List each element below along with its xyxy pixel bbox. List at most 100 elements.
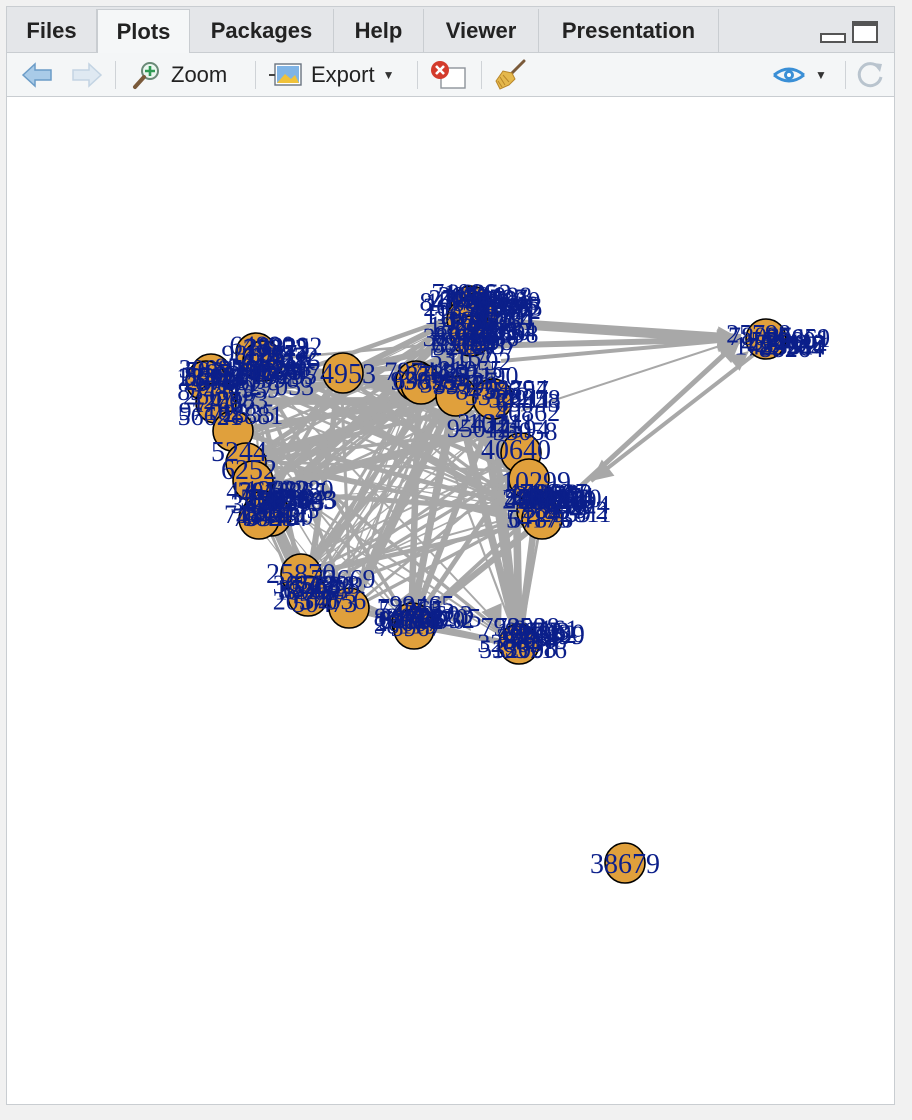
overlapping-node-label: 33579 (259, 488, 324, 517)
overlapping-node-label: 11762 (470, 293, 534, 322)
overlapping-node-label: 14130 (520, 619, 585, 648)
overlapping-node-label: 86952 (447, 279, 512, 308)
overlapping-node-label: 42801 (472, 304, 537, 333)
refresh-button[interactable] (855, 57, 885, 93)
overlapping-node-label: 33352 (243, 334, 308, 363)
overlapping-node-label: 15668 (492, 634, 557, 663)
overlapping-node-label: 21891 (416, 358, 481, 387)
overlapping-node-label: 53979 (240, 484, 305, 513)
overlapping-node-label: 19500 (428, 311, 493, 340)
graph-edge (520, 338, 742, 412)
overlapping-node-label: 50473 (292, 589, 357, 618)
minimize-pane-button[interactable] (820, 33, 846, 43)
graph-edge (250, 339, 472, 363)
remove-plot-icon (431, 61, 466, 89)
chevron-down-icon: ▼ (815, 68, 827, 82)
overlapping-node-label: 63060 (431, 330, 496, 359)
tab-plots[interactable]: Plots (97, 9, 190, 54)
overlapping-node-label: 17487 (192, 389, 257, 418)
overlapping-node-label: 20958 (496, 384, 561, 413)
overlapping-node-label: 54032 (410, 605, 475, 634)
overlapping-node-label: 11427 (433, 367, 497, 396)
tab-viewer[interactable]: Viewer (424, 9, 539, 53)
overlapping-node-label: 12086 (255, 347, 320, 376)
graph-node (498, 623, 540, 665)
overlapping-node-label: 14680 (426, 288, 491, 317)
overlapping-node-label: 67876 (508, 504, 573, 533)
overlapping-node-label: 11865 (263, 478, 327, 507)
overlapping-node-label: 42811 (547, 499, 611, 528)
overlapping-node-label: 36600 (475, 286, 540, 315)
overlapping-node-label: 20083 (203, 386, 268, 415)
overlapping-node-label: 12205 (416, 604, 481, 633)
export-button[interactable]: Export ▼ (269, 57, 394, 93)
remove-plot-button[interactable] (429, 57, 467, 93)
overlapping-node-label: 78684 (431, 329, 496, 358)
graph-node (238, 498, 280, 540)
overlapping-node-label: 35457 (278, 575, 343, 604)
back-button[interactable] (21, 57, 53, 93)
maximize-pane-button[interactable] (852, 21, 878, 43)
overlapping-node-label: 24368 (295, 570, 360, 599)
overlapping-node-label: 65327 (517, 486, 582, 515)
tab-packages[interactable]: Packages (190, 9, 334, 53)
graph-node (393, 608, 435, 650)
plots-pane: Files Plots Packages Help Viewer Present… (6, 6, 895, 1105)
clear-all-plots-button[interactable] (493, 57, 527, 93)
graph-edge (470, 316, 742, 344)
overlapping-node-label: 56621 (178, 402, 243, 431)
overlapping-node-label: 83054 (374, 603, 439, 632)
overlapping-node-label: 44939 (215, 375, 280, 404)
network-graph: 4280111038915665188819500319043660071086… (176, 278, 830, 884)
overlapping-node-label: 27399 (520, 621, 585, 650)
overlapping-node-label: 22539 (526, 499, 591, 528)
overlapping-node-label: 53396 (473, 291, 538, 320)
publish-button[interactable]: ▼ (771, 57, 827, 93)
overlapping-node-label: 76988 (232, 357, 297, 386)
graph-edge (480, 336, 742, 349)
graph-edge (247, 453, 551, 531)
graph-node (472, 378, 514, 420)
node-label: 10299 (501, 467, 571, 498)
arrow-right-icon (72, 62, 103, 88)
overlapping-node-label: 20570 (273, 586, 338, 615)
overlapping-node-label: 54173 (506, 505, 571, 534)
graph-edge (238, 398, 449, 458)
overlapping-node-label: 80180 (184, 362, 249, 391)
overlapping-node-label: 22898 (474, 319, 539, 348)
chevron-down-icon: ▼ (382, 68, 395, 82)
overlapping-node-label: 54065 (378, 595, 443, 624)
overlapping-node-label: 99465 (389, 590, 454, 619)
overlapping-node-label: 66664 (472, 317, 537, 346)
overlapping-node-label: 69659 (765, 323, 830, 352)
overlapping-node-label: 84549 (420, 287, 485, 316)
overlapping-node-label: 97182 (179, 397, 244, 426)
overlapping-node-label: 93070 (400, 605, 465, 634)
graph-node (322, 352, 364, 394)
window-controls (820, 21, 878, 43)
overlapping-node-label: 34802 (379, 606, 444, 635)
graph-node (242, 340, 284, 382)
tab-help[interactable]: Help (334, 9, 424, 53)
zoom-button[interactable]: Zoom (131, 57, 227, 93)
overlapping-node-label: 53122 (465, 382, 530, 411)
overlapping-node-label: 62280 (269, 475, 334, 504)
edge-arrowhead (716, 339, 741, 364)
overlapping-node-label: 40862 (495, 398, 560, 427)
overlapping-node-label: 31904 (423, 323, 488, 352)
overlapping-node-label: 73092 (476, 296, 541, 325)
tab-files[interactable]: Files (7, 9, 97, 53)
overlapping-node-label: 83481 (177, 377, 242, 406)
overlapping-node-label: 98881 (218, 401, 283, 430)
forward-button[interactable] (71, 57, 103, 93)
export-image-icon (269, 63, 302, 86)
node-label: 10111 (467, 409, 535, 440)
tab-presentation[interactable]: Presentation (539, 9, 719, 53)
overlapping-node-label: 92422 (242, 342, 307, 371)
overlapping-node-label: 94024 (240, 353, 305, 382)
overlapping-node-label: 58394 (483, 375, 548, 404)
overlapping-node-label: 50911 (488, 385, 552, 414)
overlapping-node-label: 20375 (515, 481, 580, 510)
overlapping-node-label: 79218 (185, 357, 250, 386)
overlapping-node-label: 57010 (531, 486, 596, 515)
